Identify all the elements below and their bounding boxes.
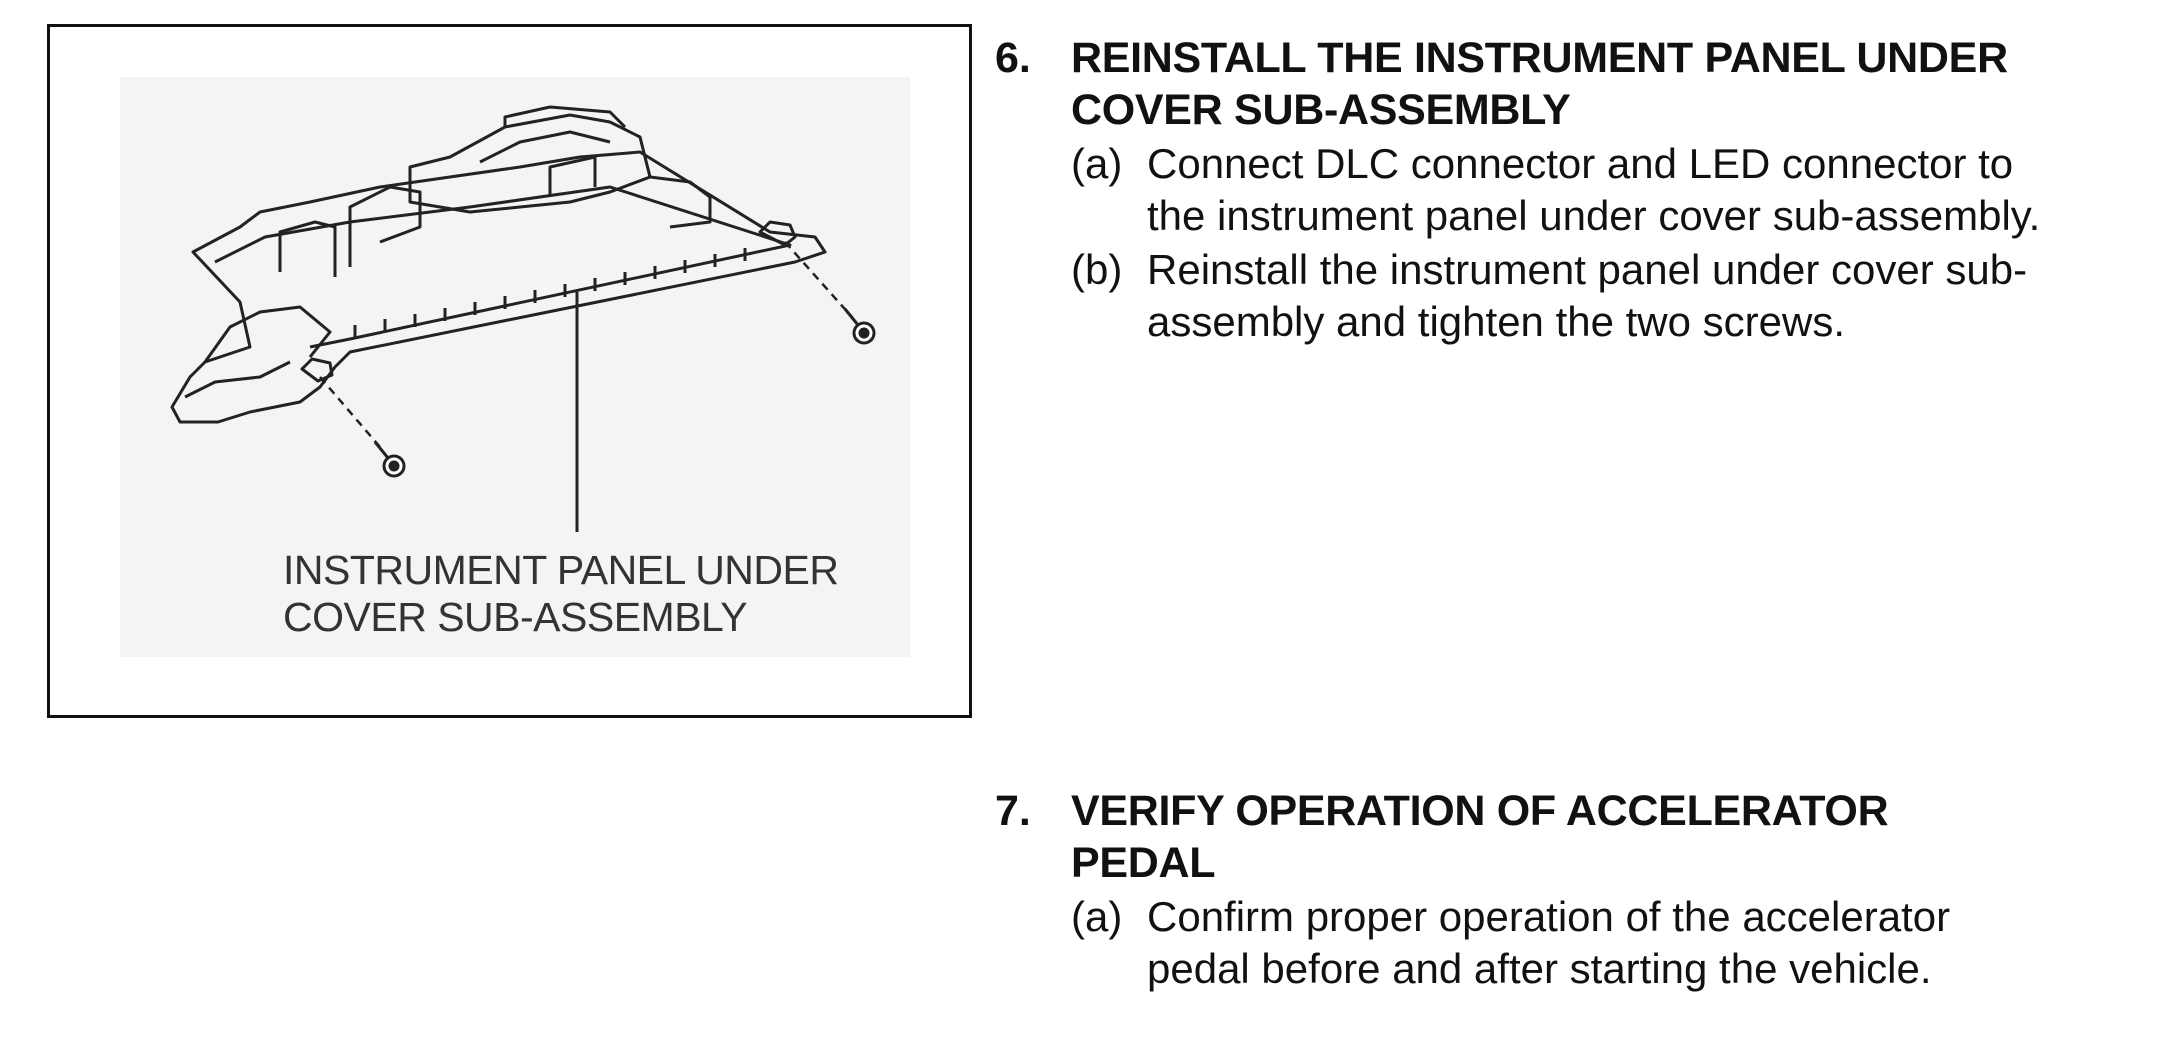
step-title-line: COVER SUB-ASSEMBLY — [1071, 86, 1571, 134]
substep-letter: (a) — [1071, 140, 1123, 187]
step-7: 7. VERIFY OPERATION OF ACCELERATOR PEDAL… — [995, 785, 2165, 995]
step-heading: 7. VERIFY OPERATION OF ACCELERATOR PEDAL — [995, 785, 2165, 889]
substep-letter: (b) — [1071, 246, 1123, 293]
screws — [373, 308, 876, 478]
step-title-line: REINSTALL THE INSTRUMENT PANEL UNDER — [1071, 34, 2008, 82]
substep-line: Connect DLC connector and LED connector … — [1147, 140, 2014, 187]
substep-line: Reinstall the instrument panel under cov… — [1147, 246, 2028, 293]
under-cover-illustration — [120, 77, 910, 657]
substep-line: Confirm proper operation of the accelera… — [1147, 893, 1951, 940]
substep-b: (b) Reinstall the instrument panel under… — [995, 244, 2165, 348]
illustration-background — [120, 77, 910, 657]
substep-line: assembly and tighten the two screws. — [1147, 298, 1846, 345]
under-cover-part-drawing — [170, 105, 827, 424]
step-6: 6. REINSTALL THE INSTRUMENT PANEL UNDER … — [995, 32, 2165, 348]
substep-a: (a) Connect DLC connector and LED connec… — [995, 138, 2165, 242]
left-screw-icon — [373, 441, 406, 478]
figure-illustration-frame: INSTRUMENT PANEL UNDER COVER SUB-ASSEMBL… — [47, 24, 972, 718]
right-screw-icon — [843, 308, 876, 345]
step-title-line: PEDAL — [1071, 839, 1216, 887]
step-heading: 6. REINSTALL THE INSTRUMENT PANEL UNDER … — [995, 32, 2165, 136]
callout-line: INSTRUMENT PANEL UNDER — [283, 547, 839, 593]
part-callout-label: INSTRUMENT PANEL UNDER COVER SUB-ASSEMBL… — [283, 547, 839, 641]
substep-a: (a) Confirm proper operation of the acce… — [995, 891, 2165, 995]
substep-line: pedal before and after starting the vehi… — [1147, 945, 1932, 992]
step-number: 6. — [995, 34, 1031, 82]
callout-line: COVER SUB-ASSEMBLY — [283, 594, 748, 640]
substep-letter: (a) — [1071, 893, 1123, 940]
screw-guide-lines — [319, 241, 853, 448]
step-title-line: VERIFY OPERATION OF ACCELERATOR — [1071, 787, 1889, 835]
substep-line: the instrument panel under cover sub-ass… — [1147, 192, 2041, 239]
step-number: 7. — [995, 787, 1031, 835]
